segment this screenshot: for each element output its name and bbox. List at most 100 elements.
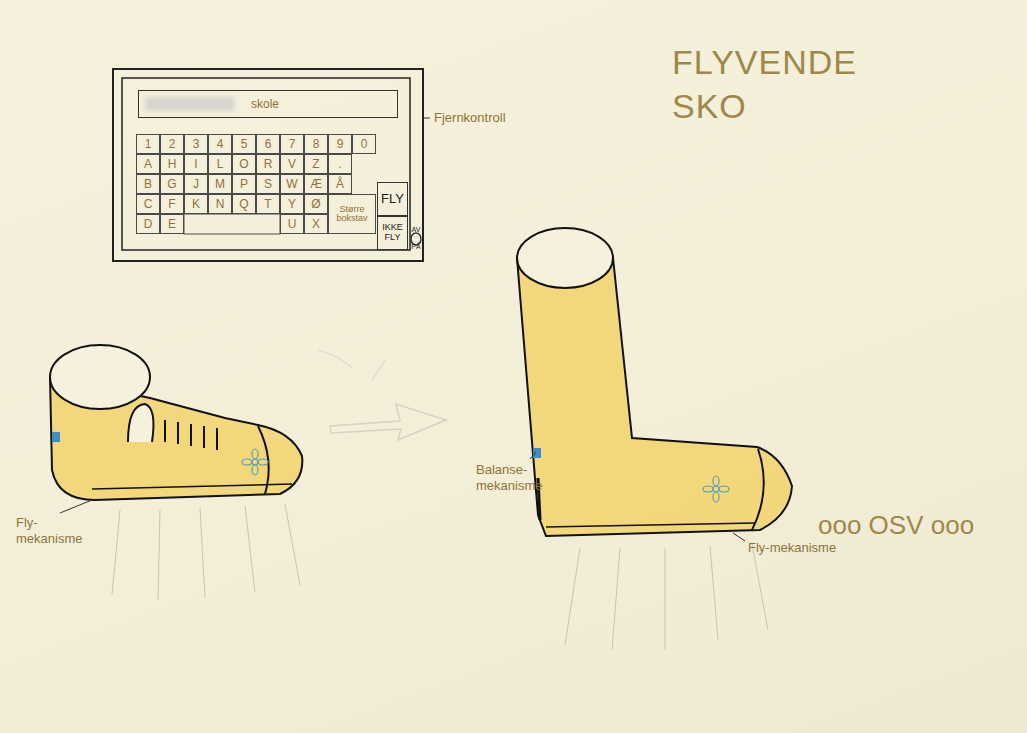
key-label: Z (312, 158, 319, 171)
key-cell: C (136, 194, 160, 214)
key-cell: X (304, 214, 328, 234)
key-cell: T (256, 194, 280, 214)
key-cell: . (328, 154, 352, 174)
key-label: O (239, 158, 248, 171)
key-cell: Æ (304, 174, 328, 194)
key-cell: Y (280, 194, 304, 214)
key-label: 4 (217, 138, 224, 151)
space-key (184, 214, 280, 234)
key-label: Ø (311, 198, 320, 211)
part-label: Fly-mekanisme (748, 540, 836, 556)
key-label: 3 (193, 138, 200, 151)
key-cell: J (184, 174, 208, 194)
key-label: 5 (241, 138, 248, 151)
key-cell: 9 (328, 134, 352, 154)
key-label: F (168, 198, 175, 211)
key-label: W (286, 178, 297, 191)
part-label: ooo OSV ooo (818, 510, 974, 541)
key-cell: F (160, 194, 184, 214)
key-label: 7 (289, 138, 296, 151)
stop-button: IKKE FLY (377, 216, 408, 250)
key-label: H (168, 158, 177, 171)
key-cell: Å (328, 174, 352, 194)
key-label: M (215, 178, 225, 191)
key-label: I (194, 158, 197, 171)
key-cell: Q (232, 194, 256, 214)
boot (517, 228, 792, 541)
key-label: 1 (145, 138, 152, 151)
sneaker (50, 345, 302, 513)
sketch-marks (318, 350, 385, 380)
part-label: Balanse-mekanisme (476, 462, 552, 493)
key-cell: M (208, 174, 232, 194)
key-cell: 4 (208, 134, 232, 154)
key-label: C (144, 198, 153, 211)
key-cell: 5 (232, 134, 256, 154)
redacted-text (145, 97, 235, 111)
key-cell: 6 (256, 134, 280, 154)
part-label: Fly-mekanisme (16, 515, 90, 546)
key-cell: I (184, 154, 208, 174)
key-cell: H (160, 154, 184, 174)
key-cell: 7 (280, 134, 304, 154)
key-label: N (216, 198, 225, 211)
key-cell: 0 (352, 134, 376, 154)
key-cell: U (280, 214, 304, 234)
key-cell: Ø (304, 194, 328, 214)
key-label: . (338, 158, 341, 171)
key-label: 2 (169, 138, 176, 151)
key-label: E (168, 218, 176, 231)
key-label: 0 (361, 138, 368, 151)
key-label: J (193, 178, 199, 191)
display-bar: skole (138, 90, 398, 118)
key-cell: A (136, 154, 160, 174)
key-cell: D (136, 214, 160, 234)
callout-label: Fjernkontroll (434, 110, 506, 125)
key-cell: O (232, 154, 256, 174)
key-label: L (217, 158, 224, 171)
key-label: B (144, 178, 152, 191)
key-label: R (264, 158, 273, 171)
key-label: T (264, 198, 271, 211)
key-label: X (312, 218, 320, 231)
key-label: 8 (313, 138, 320, 151)
key-label: A (144, 158, 152, 171)
key-label: 9 (337, 138, 344, 151)
fly-button: FLY (377, 182, 408, 216)
button-label: IKKE FLY (378, 223, 407, 243)
key-label: D (144, 218, 153, 231)
key-label: 6 (265, 138, 272, 151)
key-label: U (288, 218, 297, 231)
key-cell: 2 (160, 134, 184, 154)
key-label: Å (336, 178, 344, 191)
key-cell: Z (304, 154, 328, 174)
button-label: AV PÅ (411, 222, 421, 256)
key-cell: 8 (304, 134, 328, 154)
key-cell: E (160, 214, 184, 234)
key-cell: P (232, 174, 256, 194)
key-label: Større bokstav (329, 205, 375, 224)
key-label: G (167, 178, 176, 191)
leader-line (424, 118, 430, 119)
key-label: Q (239, 198, 248, 211)
key-cell: N (208, 194, 232, 214)
key-cell: L (208, 154, 232, 174)
power-button: AV PÅ (409, 220, 423, 258)
power-circle (409, 220, 423, 258)
key-label: Æ (310, 178, 322, 191)
key-cell: 3 (184, 134, 208, 154)
display-text: skole (251, 97, 279, 111)
title: FLYVENDE SKO (672, 40, 862, 128)
key-label: Y (288, 198, 296, 211)
button-label: FLY (381, 192, 404, 206)
key-label: K (192, 198, 200, 211)
key-cell: 1 (136, 134, 160, 154)
key-cell: R (256, 154, 280, 174)
key-cell: V (280, 154, 304, 174)
key-cell: B (136, 174, 160, 194)
key-label: P (240, 178, 248, 191)
key-cell: S (256, 174, 280, 194)
key-label: S (264, 178, 272, 191)
key-label: V (288, 158, 296, 171)
key-cell: G (160, 174, 184, 194)
